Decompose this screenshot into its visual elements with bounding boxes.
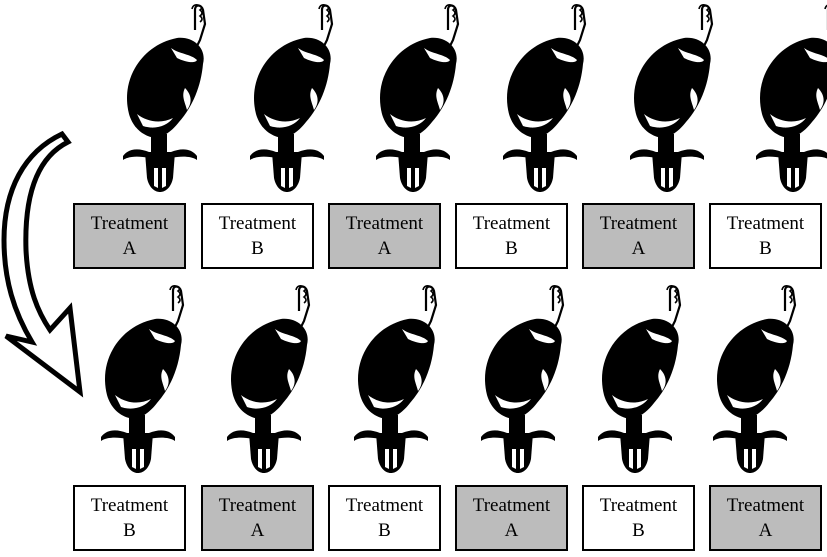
treatment-label: Treatment (345, 495, 424, 516)
cow-icon (363, 2, 473, 197)
treatment-group: B (378, 520, 391, 541)
treatment-label: Treatment (345, 213, 424, 234)
treatment-group: A (504, 520, 519, 541)
cow-icon (617, 2, 727, 197)
treatment-group: B (632, 520, 645, 541)
treatment-group: A (377, 238, 392, 259)
treatment-box-p1-5: Treatment A (582, 203, 695, 269)
treatment-box-p1-6: Treatment B (709, 203, 822, 269)
treatment-box-p2-1: Treatment B (73, 485, 186, 551)
cow-icon (237, 2, 347, 197)
cow-icon (468, 283, 578, 478)
treatment-label: Treatment (218, 495, 297, 516)
treatment-label: Treatment (90, 213, 169, 234)
treatment-box-p1-1: Treatment A (73, 203, 186, 269)
cow-icon (743, 2, 827, 197)
treatment-group: B (505, 238, 518, 259)
treatment-label: Treatment (472, 495, 551, 516)
cow-icon (214, 283, 324, 478)
treatment-group: A (631, 238, 646, 259)
cow-icon (585, 283, 695, 478)
treatment-group: B (251, 238, 264, 259)
treatment-box-p1-3: Treatment A (328, 203, 441, 269)
treatment-label: Treatment (90, 495, 169, 516)
treatment-group: B (759, 238, 772, 259)
treatment-box-p1-4: Treatment B (455, 203, 568, 269)
treatment-box-p2-4: Treatment A (455, 485, 568, 551)
treatment-label: Treatment (726, 213, 805, 234)
treatment-label: Treatment (726, 495, 805, 516)
treatment-box-p1-2: Treatment B (201, 203, 314, 269)
curved-arrow-icon (0, 130, 100, 400)
treatment-label: Treatment (218, 213, 297, 234)
cow-icon (490, 2, 600, 197)
cow-icon (110, 2, 220, 197)
treatment-box-p2-6: Treatment A (709, 485, 822, 551)
cow-icon (700, 283, 810, 478)
cow-icon (341, 283, 451, 478)
treatment-label: Treatment (599, 495, 678, 516)
treatment-label: Treatment (599, 213, 678, 234)
treatment-group: B (123, 520, 136, 541)
treatment-label: Treatment (472, 213, 551, 234)
treatment-group: A (250, 520, 265, 541)
treatment-group: A (122, 238, 137, 259)
treatment-group: A (758, 520, 773, 541)
treatment-box-p2-2: Treatment A (201, 485, 314, 551)
cow-icon (88, 283, 198, 478)
treatment-box-p2-3: Treatment B (328, 485, 441, 551)
treatment-box-p2-5: Treatment B (582, 485, 695, 551)
